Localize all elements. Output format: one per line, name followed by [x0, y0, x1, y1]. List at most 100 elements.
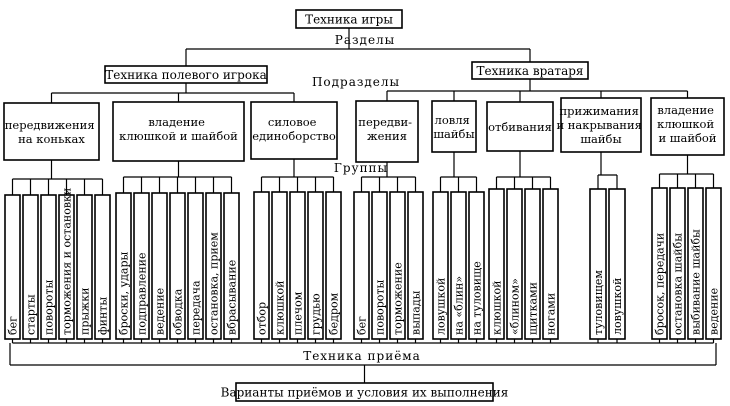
subsection-label: передвижения на коньках	[5, 118, 98, 146]
group-label: выбивание шайбы	[690, 229, 703, 335]
subsection-box	[560, 97, 642, 153]
group-column	[325, 191, 342, 340]
section-box-field-player	[104, 65, 268, 84]
group-column	[40, 194, 57, 340]
subsection-box	[355, 100, 419, 163]
section-label-field-player: Техника полевого игрока	[105, 68, 266, 82]
group-column	[589, 188, 607, 340]
group-column	[506, 188, 523, 340]
subsection-box	[431, 100, 477, 153]
connector-lines	[9, 28, 717, 383]
group-label: туловищем	[592, 270, 605, 335]
subsection-box	[112, 101, 245, 162]
subsection-label: силовое единоборство	[252, 115, 336, 143]
group-label: ловушкой	[611, 278, 624, 335]
group-column	[289, 191, 306, 340]
group-label: вбрасывание	[226, 260, 239, 335]
group-label: бедром	[328, 292, 341, 335]
group-column	[432, 191, 449, 340]
group-column	[608, 188, 626, 340]
group-label: ногами	[545, 293, 558, 335]
group-column	[133, 192, 150, 340]
group-column	[371, 191, 388, 340]
group-label: отбор	[256, 302, 269, 335]
subsection-label: прижимания и накрывания шайбы	[556, 104, 645, 146]
group-column	[450, 191, 467, 340]
subsection-label: ловля шайбы	[433, 113, 474, 141]
group-label: грудью	[310, 293, 323, 335]
group-label: плечом	[292, 291, 305, 335]
subsection-label: владение клюшкой и шайбой	[119, 115, 238, 143]
title-box	[295, 9, 403, 29]
group-column	[389, 191, 406, 340]
group-column	[307, 191, 324, 340]
group-column	[687, 187, 704, 340]
group-label: прыжки	[79, 288, 92, 335]
group-label: клюшкой	[274, 281, 287, 336]
group-column	[94, 194, 111, 340]
group-column	[58, 194, 75, 340]
subsection-box	[486, 101, 554, 152]
footer-box	[235, 382, 494, 402]
group-label: ловушкой	[435, 278, 448, 335]
group-column	[468, 191, 485, 340]
group-label: повороты	[374, 279, 387, 335]
group-label: финты	[97, 297, 110, 335]
group-column	[151, 192, 168, 340]
group-column	[271, 191, 288, 340]
subsection-box	[250, 101, 338, 160]
group-label: бег	[356, 316, 369, 335]
group-column	[253, 191, 270, 340]
subsection-box	[650, 97, 725, 156]
group-label: бросок, передачи	[654, 233, 667, 335]
section-box-goalkeeper	[471, 61, 589, 80]
footer-text: Варианты приёмов и условия их выполнения	[221, 386, 509, 400]
section-label-goalkeeper: Техника вратаря	[477, 64, 584, 78]
level-label-groups: Группы	[334, 161, 388, 175]
title-text: Техника игры	[305, 13, 393, 27]
group-label: передача	[190, 280, 203, 335]
level-label-sections: Разделы	[335, 33, 395, 47]
group-column	[353, 191, 370, 340]
group-columns: бег старты повороты торможения и остановки п…	[4, 187, 722, 340]
group-column	[651, 187, 668, 340]
group-label: на «блин»	[453, 276, 466, 335]
group-label: ведение	[154, 288, 167, 335]
group-column	[407, 191, 424, 340]
group-column	[205, 192, 222, 340]
group-label: обводка	[172, 288, 185, 335]
group-column	[488, 188, 505, 340]
group-label: остановка шайбы	[672, 233, 685, 335]
group-column	[223, 192, 240, 340]
group-column	[669, 187, 686, 340]
group-label: торможения и остановки	[61, 188, 74, 335]
subsection-label: передви- жения	[358, 115, 415, 143]
group-column	[4, 194, 21, 340]
group-label: «блином»	[509, 278, 522, 335]
subsection-label: отбивания	[488, 120, 552, 134]
subsection-box	[3, 102, 100, 161]
group-column	[705, 187, 722, 340]
group-column	[76, 194, 93, 340]
group-column	[187, 192, 204, 340]
group-label: бег	[7, 316, 20, 335]
group-label: на туловище	[471, 261, 484, 335]
group-label: клюшкой	[491, 281, 504, 336]
group-label: остановка, прием	[208, 232, 221, 335]
group-column	[22, 194, 39, 340]
group-column	[169, 192, 186, 340]
group-label: броски, удары	[118, 252, 131, 335]
group-label: торможение	[392, 262, 405, 335]
group-label: выпады	[410, 290, 423, 335]
level-label-subsections: Подразделы	[312, 75, 400, 89]
group-label: повороты	[43, 279, 56, 335]
group-column	[542, 188, 559, 340]
group-label: подправление	[136, 252, 149, 335]
bottom-label: Техника приёма	[303, 349, 421, 363]
subsection-label: владение клюшкой и шайбой	[657, 103, 718, 145]
group-label: старты	[25, 294, 38, 335]
group-label: ведение	[708, 288, 721, 335]
group-column	[524, 188, 541, 340]
group-label: щитками	[527, 282, 540, 335]
